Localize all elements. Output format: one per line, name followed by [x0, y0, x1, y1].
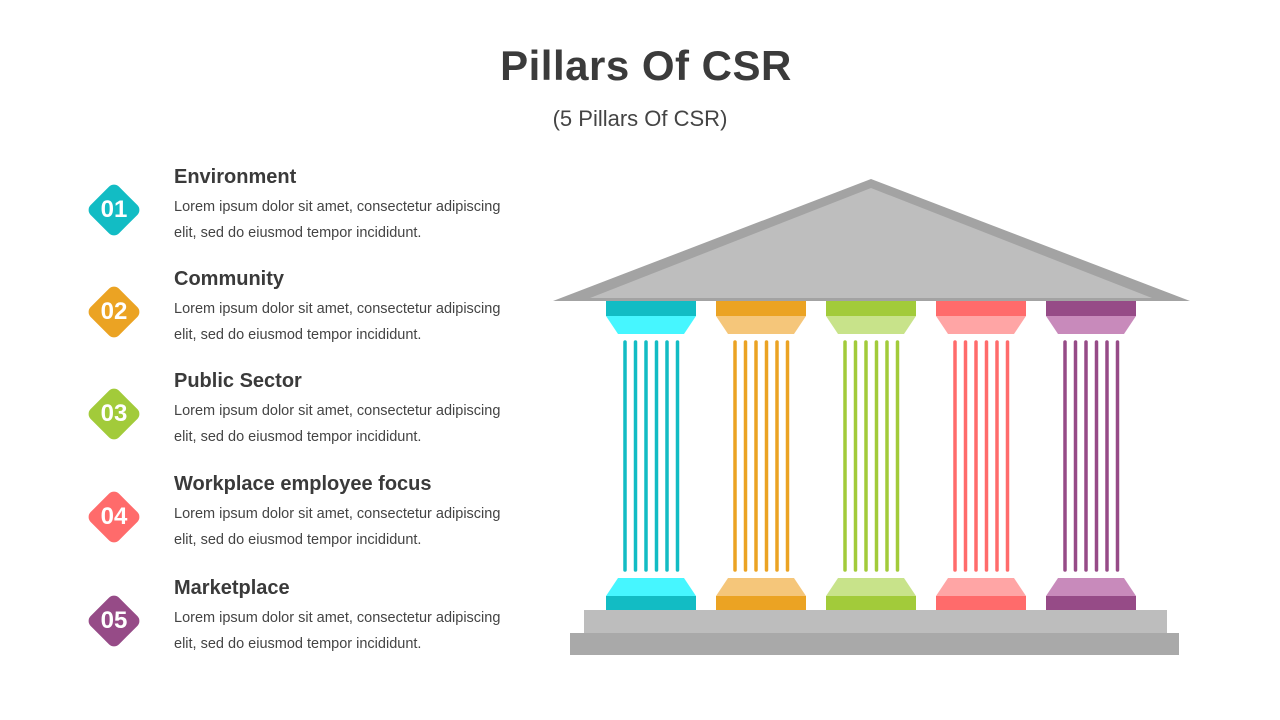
badge-number: 01	[100, 196, 128, 223]
pillar-base	[826, 596, 916, 610]
pillar-capital	[716, 301, 806, 316]
item-title: Marketplace	[174, 577, 290, 599]
diamond-shape	[88, 184, 140, 236]
pillar-item-marketplace: 05 Marketplace Lorem ipsum dolor sit ame…	[82, 577, 522, 679]
badge-number: 03	[100, 400, 128, 427]
item-description: Lorem ipsum dolor sit amet, consectetur …	[174, 301, 501, 343]
pillar-capital-trapezoid	[826, 316, 916, 334]
number-badge: 02	[82, 280, 146, 344]
pillar-capital	[606, 301, 696, 316]
item-title: Workplace employee focus	[174, 473, 432, 495]
pillar-capital	[826, 301, 916, 316]
item-title: Community	[174, 268, 284, 290]
pillar-base-trapezoid	[716, 578, 806, 596]
badge-number: 02	[100, 298, 128, 325]
base-step-top	[584, 610, 1167, 633]
pillar-capital	[1046, 301, 1136, 316]
item-title: Environment	[174, 166, 297, 188]
pillar-base	[1046, 596, 1136, 610]
pillar-base	[936, 596, 1026, 610]
badge-number: 05	[100, 607, 128, 634]
page-title: Pillars Of CSR	[500, 42, 792, 89]
number-badge: 03	[82, 382, 146, 446]
diamond-shape	[88, 286, 140, 338]
pillar-item-workplace: 04 Workplace employee focus Lorem ipsum …	[82, 473, 522, 575]
diamond-shape	[88, 491, 140, 543]
diamond-shape	[88, 388, 140, 440]
page-subtitle: (5 Pillars Of CSR)	[552, 106, 728, 131]
pillar-base-trapezoid	[606, 578, 696, 596]
item-description: Lorem ipsum dolor sit amet, consectetur …	[174, 199, 501, 241]
item-title: Public Sector	[174, 370, 302, 392]
item-description: Lorem ipsum dolor sit amet, consectetur …	[174, 403, 501, 445]
diamond-shape	[88, 595, 140, 647]
pillar-capital-trapezoid	[606, 316, 696, 334]
pillar-capital-trapezoid	[936, 316, 1026, 334]
pillar-base-trapezoid	[826, 578, 916, 596]
number-badge: 04	[82, 485, 146, 549]
number-badge: 01	[82, 178, 146, 242]
item-description: Lorem ipsum dolor sit amet, consectetur …	[174, 610, 501, 652]
pillar-base	[606, 596, 696, 610]
pillar-item-community: 02 Community Lorem ipsum dolor sit amet,…	[82, 268, 522, 370]
item-description: Lorem ipsum dolor sit amet, consectetur …	[174, 506, 501, 548]
number-badge: 05	[82, 589, 146, 653]
pillar-base-trapezoid	[1046, 578, 1136, 596]
pillar-base	[716, 596, 806, 610]
roof	[590, 188, 1152, 298]
pillar-capital	[936, 301, 1026, 316]
pillar-item-environment: 01 Environment Lorem ipsum dolor sit ame…	[82, 166, 522, 268]
pillar-capital-trapezoid	[1046, 316, 1136, 334]
pillar-capital-trapezoid	[716, 316, 806, 334]
pillar-base-trapezoid	[936, 578, 1026, 596]
pillar-item-public-sector: 03 Public Sector Lorem ipsum dolor sit a…	[82, 370, 522, 472]
badge-number: 04	[100, 503, 128, 530]
pillars-group	[606, 301, 1136, 610]
base-step-bottom	[570, 633, 1179, 655]
